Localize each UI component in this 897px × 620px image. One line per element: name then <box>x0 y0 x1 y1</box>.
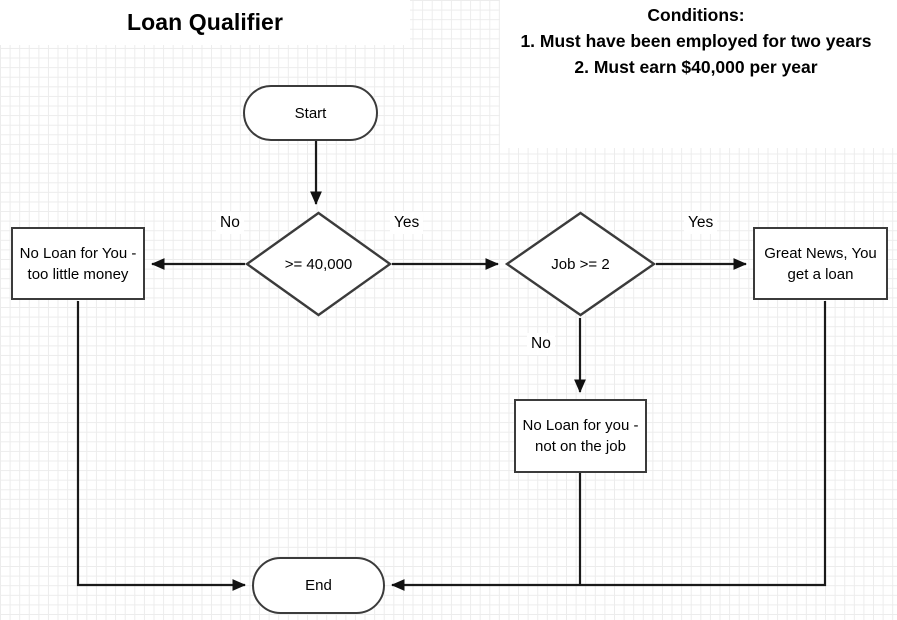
node-decision-income-label: >= 40,000 <box>284 255 353 273</box>
node-great-news[interactable]: Great News, You get a loan <box>753 227 888 300</box>
edge-label-income-no: No <box>216 212 244 234</box>
node-end-label: End <box>305 577 332 594</box>
node-great-news-label: Great News, You get a loan <box>764 244 877 283</box>
conditions-heading: Conditions: <box>647 5 745 25</box>
edge-no-loan-money-to-end <box>76 301 246 592</box>
decision-job-shape <box>504 211 657 317</box>
diagram-title: Loan Qualifier <box>126 8 284 35</box>
node-decision-job-label: Job >= 2 <box>551 255 610 273</box>
node-end[interactable]: End <box>252 557 385 614</box>
node-no-loan-job[interactable]: No Loan for you - not on the job <box>514 399 647 473</box>
conditions-block: Conditions: 1. Must have been employed f… <box>500 2 892 122</box>
conditions-background-panel <box>500 0 897 148</box>
node-decision-job[interactable]: Job >= 2 <box>504 211 657 317</box>
title-background-panel <box>0 0 410 45</box>
node-no-loan-job-label: No Loan for you - not on the job <box>522 417 639 455</box>
node-no-loan-money[interactable]: No Loan for You - too little money <box>11 227 145 300</box>
node-decision-income[interactable]: >= 40,000 <box>244 211 393 317</box>
node-start[interactable]: Start <box>243 85 378 141</box>
node-start-label: Start <box>294 104 327 122</box>
node-no-loan-money-label: No Loan for You - too little money <box>19 244 137 283</box>
condition-item-2: 2. Must earn $40,000 per year <box>574 57 818 77</box>
edge-label-job-yes: Yes <box>684 212 718 234</box>
edge-label-job-no: No <box>527 333 555 355</box>
condition-item-1: 1. Must have been employed for two years <box>520 31 872 51</box>
edge-label-income-yes: Yes <box>390 212 424 234</box>
decision-income-shape <box>244 211 393 317</box>
